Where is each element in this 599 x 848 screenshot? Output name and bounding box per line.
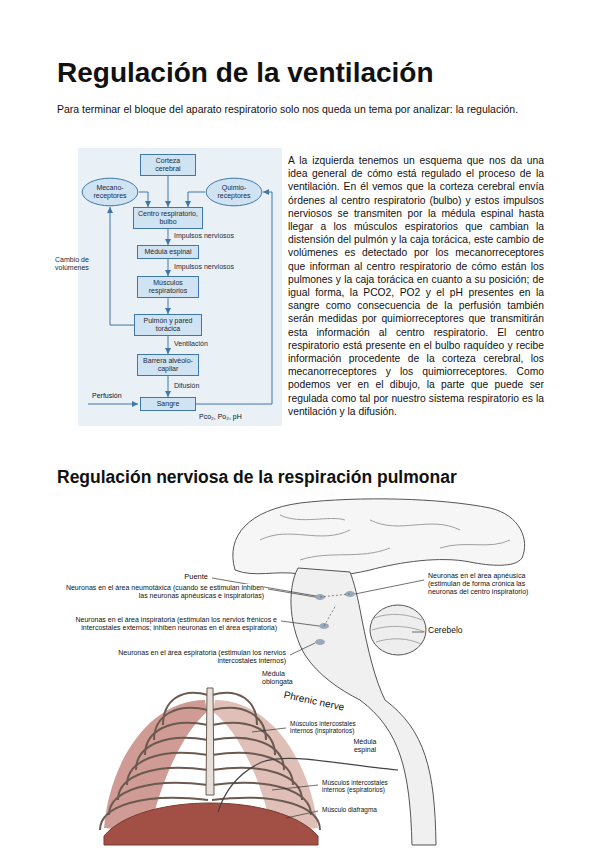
process-box: Centro respiratorio, bulbo bbox=[133, 207, 203, 229]
flow-connector bbox=[139, 192, 148, 207]
process-box: Músculos respiratorios bbox=[137, 276, 199, 298]
leader-lines bbox=[212, 578, 424, 818]
receptor-ellipse: Mecano- receptores bbox=[81, 177, 139, 207]
receptor-ellipse: Quimio- receptores bbox=[205, 177, 263, 207]
flow-connector bbox=[188, 192, 205, 207]
anatomy-label: Músculos intercostales internos (espirat… bbox=[322, 779, 400, 794]
intro-paragraph: Para terminar el bloque del aparato resp… bbox=[57, 103, 543, 116]
edge-label: Cambio de volúmenes bbox=[55, 256, 101, 272]
diaphragm bbox=[104, 803, 318, 845]
body-paragraph: A la izquierda tenemos un esquema que no… bbox=[288, 154, 544, 418]
anatomy-label: Neuronas en el área espiratoria (estimul… bbox=[80, 649, 286, 665]
apneustic-area bbox=[345, 591, 355, 597]
anatomy-label: Médula espinal bbox=[346, 738, 384, 754]
flow-label: Perfusión bbox=[92, 392, 137, 400]
process-box: Barrera alvéolo-capilar bbox=[137, 354, 199, 376]
cerebellum bbox=[370, 605, 426, 655]
node-text: Músculos respiratorios bbox=[141, 279, 195, 295]
cerebrum bbox=[233, 499, 525, 576]
node-text: Mecano- receptores bbox=[87, 184, 133, 200]
ellipse-shape bbox=[82, 178, 138, 206]
flow-connector bbox=[196, 192, 272, 404]
section-heading: Regulación nerviosa de la respiración pu… bbox=[57, 466, 543, 488]
flow-connector bbox=[168, 176, 169, 207]
page-title: Regulación de la ventilación bbox=[57, 56, 434, 90]
node-text: Médula espinal bbox=[141, 248, 195, 256]
anatomy-label: Médula oblongata bbox=[262, 670, 306, 686]
cerebellum-folia bbox=[372, 614, 425, 644]
anatomy-label: Músculos intercostales internos (inspira… bbox=[290, 720, 370, 735]
edge-label: Impulsos nerviosos bbox=[174, 232, 234, 240]
node-text: Sangre bbox=[144, 400, 192, 408]
anatomy-label: Cerebelo bbox=[428, 626, 463, 636]
edge-label: Impulsos nerviosos bbox=[174, 263, 234, 271]
flow-connector bbox=[110, 207, 134, 325]
node-text: Pulmón y pared torácica bbox=[138, 317, 198, 333]
brain-gyri bbox=[260, 515, 510, 560]
node-text: Corteza cerebral bbox=[144, 157, 192, 173]
expiratory-area bbox=[315, 639, 325, 645]
flowchart-panel bbox=[78, 148, 282, 426]
nerve-label: Phrenic nerve bbox=[283, 689, 346, 713]
flow-connector bbox=[168, 376, 169, 397]
anatomy-label: Neuronas en el área neumotáxica (cuando … bbox=[60, 584, 264, 600]
node-text: Barrera alvéolo-capilar bbox=[141, 357, 195, 373]
flow-connector bbox=[168, 259, 169, 276]
node-text: Quimio- receptores bbox=[211, 184, 257, 200]
process-box: Sangre bbox=[140, 397, 196, 411]
edge-label: Difusión bbox=[174, 382, 199, 390]
anatomy-label: Neuronas en el área inspiratoria (estimu… bbox=[50, 616, 277, 632]
process-box: Corteza cerebral bbox=[140, 154, 196, 176]
flow-connector bbox=[167, 229, 168, 245]
area-links bbox=[320, 594, 350, 626]
anatomy-label: Puente bbox=[148, 573, 208, 582]
flow-connector bbox=[168, 298, 169, 314]
flow-connector bbox=[168, 336, 169, 354]
ellipse-shape bbox=[206, 178, 262, 206]
flow-label: Pco₂, Po₂, pH bbox=[199, 413, 271, 421]
process-box: Pulmón y pared torácica bbox=[134, 314, 202, 336]
anatomy-label: Músculo diafragma bbox=[322, 806, 402, 813]
process-box: Médula espinal bbox=[137, 245, 199, 259]
anatomy-label: Neuronas en el área apnéusica (estimulan… bbox=[428, 572, 534, 596]
sternum bbox=[206, 688, 214, 795]
node-text: Centro respiratorio, bulbo bbox=[137, 210, 199, 226]
perfusion-arrow bbox=[88, 404, 138, 405]
edge-label: Ventilación bbox=[174, 340, 208, 348]
